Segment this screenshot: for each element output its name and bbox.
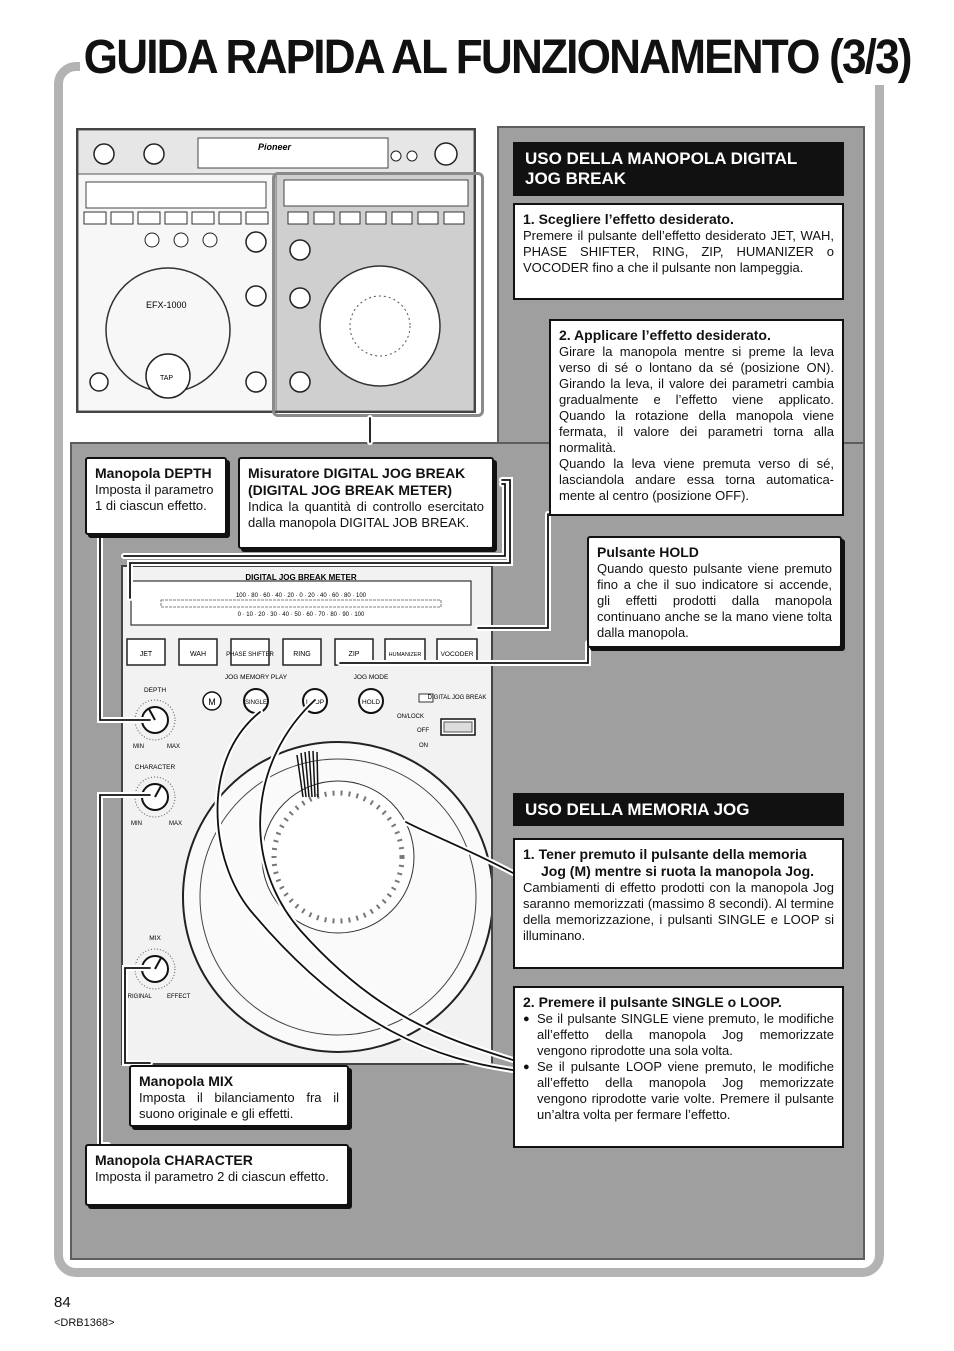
- step-mem-2: 2. Premere il pulsante SINGLE o LOOP. Se…: [513, 986, 844, 1148]
- effect-button-label: WAH: [190, 651, 206, 658]
- step-text: Girare la manopola mentre si preme la le…: [559, 344, 834, 455]
- callout-text: Imposta il parametro 2 di ciascun effett…: [95, 1169, 329, 1184]
- section-header-jog-memory: USO DELLA MEMORIA JOG: [513, 793, 844, 826]
- device-zoom-drawing: DIGITAL JOG BREAK METER 100 · 80 · 60 · …: [123, 573, 491, 1053]
- effect-button-label: ZIP: [349, 651, 360, 658]
- step-title: 1. Scegliere l’effetto desiderato.: [523, 211, 734, 227]
- callout-title: Manopola CHARACTER: [95, 1152, 253, 1168]
- gray-highlight: [272, 172, 484, 417]
- callout-meter: Misuratore DIGITAL JOG BREAK (DIGITAL JO…: [238, 457, 494, 549]
- effect-button-phase-shifter[interactable]: [230, 638, 270, 666]
- jog-memory-m-button[interactable]: [202, 691, 222, 711]
- small-effect-buttons: [83, 211, 269, 225]
- callout-text: Imposta il bilanciamento fra il suono or…: [139, 1090, 339, 1121]
- loop-button-label: LOOP: [306, 699, 324, 706]
- step-bullets: Se il pulsante SINGLE viene premuto, le …: [523, 1011, 834, 1123]
- callout-title: Manopola MIX: [139, 1073, 234, 1089]
- step-djb-1: 1. Scegliere l’effetto desiderato. Preme…: [513, 203, 844, 300]
- device-overview-drawing: Pioneer TAP EFX-1000: [77, 129, 475, 412]
- step-title: 1. Tener premuto il pulsante della memor…: [523, 846, 815, 879]
- jog-memory-play-label: JOG MEMORY PLAY: [225, 674, 288, 681]
- effect-button-label: VOCODER: [441, 651, 474, 658]
- step-text: Premere il pulsante dell’effetto desider…: [523, 228, 834, 275]
- callout-text: Imposta il parametro 1 di ciascun effett…: [95, 482, 214, 513]
- effect-label: EFFECT: [167, 994, 191, 1000]
- jog-mode-label: JOG MODE: [354, 674, 389, 681]
- original-label: ORIGINAL: [123, 994, 152, 1000]
- model-label: EFX-1000: [146, 300, 187, 310]
- effect-button-ring[interactable]: [282, 638, 322, 666]
- single-button-label: SINGLE: [245, 700, 267, 706]
- max-label: MAX: [167, 744, 180, 750]
- callout-mix: Manopola MIX Imposta il bilanciamento fr…: [129, 1065, 349, 1127]
- depth-label: DEPTH: [144, 687, 166, 694]
- step-text: Quando la leva viene premuta verso di sé…: [559, 456, 834, 503]
- brand-label: Pioneer: [258, 142, 292, 152]
- step-title: 2. Applicare l’effetto desiderato.: [559, 327, 771, 343]
- callout-character: Manopola CHARACTER Imposta il parametro …: [85, 1144, 349, 1206]
- effect-button-label: HUMANIZER: [389, 652, 422, 658]
- callout-depth: Manopola DEPTH Imposta il parametro 1 di…: [85, 457, 227, 535]
- step-text: Cambiamenti di effetto prodotti con la m…: [523, 880, 834, 943]
- page-title: GUIDA RAPIDA AL FUNZIONAMENTO (3/3): [80, 30, 919, 85]
- small-right-effect-buttons: [287, 211, 465, 225]
- m-button-label: M: [208, 697, 216, 707]
- callout-title: Manopola DEPTH: [95, 465, 212, 481]
- callout-title: Pulsante HOLD: [597, 544, 699, 560]
- meter-scale-bottom: 0 · 10 · 20 · 30 · 40 · 50 · 60 · 70 · 8…: [238, 612, 365, 618]
- min-label: MIN: [131, 821, 142, 827]
- step-mem-1: 1. Tener premuto il pulsante della memor…: [513, 838, 844, 969]
- effect-button-wah[interactable]: [178, 638, 218, 666]
- callout-title: Misuratore DIGITAL JOG BREAK (DIGITAL JO…: [248, 465, 466, 498]
- step-djb-2: 2. Applicare l’effetto desiderato. Girar…: [549, 319, 844, 516]
- bullet-item: Se il pulsante SINGLE viene premuto, le …: [523, 1011, 834, 1059]
- digital-jog-break-label: DIGITAL JOG BREAK: [428, 695, 487, 701]
- callout-text: Quando questo pulsante viene premuto fin…: [597, 561, 832, 640]
- character-label: CHARACTER: [135, 764, 176, 771]
- device-zoom: DIGITAL JOG BREAK METER 100 · 80 · 60 · …: [121, 565, 493, 1065]
- step-title: 2. Premere il pulsante SINGLE o LOOP.: [523, 994, 782, 1010]
- tap-label: TAP: [160, 375, 173, 382]
- meter-label: DIGITAL JOG BREAK METER: [245, 573, 356, 582]
- min-label: MIN: [133, 744, 144, 750]
- hold-button-label: HOLD: [362, 699, 380, 706]
- callout-text: Indica la quantità di controllo esercita…: [248, 499, 484, 530]
- callout-hold: Pulsante HOLD Quando questo pulsante vie…: [587, 536, 842, 648]
- document-code: <DRB1368>: [54, 1317, 115, 1329]
- effect-button-row: JET WAH PHASE SHIFTER RING ZIP HUMANIZER…: [126, 638, 478, 666]
- effect-button-label: RING: [293, 651, 311, 658]
- on-label: ON: [419, 743, 428, 749]
- effect-button-label: JET: [140, 651, 153, 658]
- off-label: OFF: [417, 728, 429, 734]
- meter-scale-top: 100 · 80 · 60 · 40 · 20 · 0 · 20 · 40 · …: [236, 593, 367, 599]
- mix-label: MIX: [149, 935, 161, 942]
- on-lock-label: ON/LOCK: [397, 714, 424, 720]
- bullet-item: Se il pulsante LOOP viene premuto, le mo…: [523, 1059, 834, 1123]
- effect-button-label: PHASE SHIFTER: [226, 652, 274, 658]
- max-label: MAX: [169, 821, 182, 827]
- page-number: 84: [54, 1294, 71, 1311]
- section-header-digital-jog-break: USO DELLA MANOPOLA DIGITAL JOG BREAK: [513, 142, 844, 196]
